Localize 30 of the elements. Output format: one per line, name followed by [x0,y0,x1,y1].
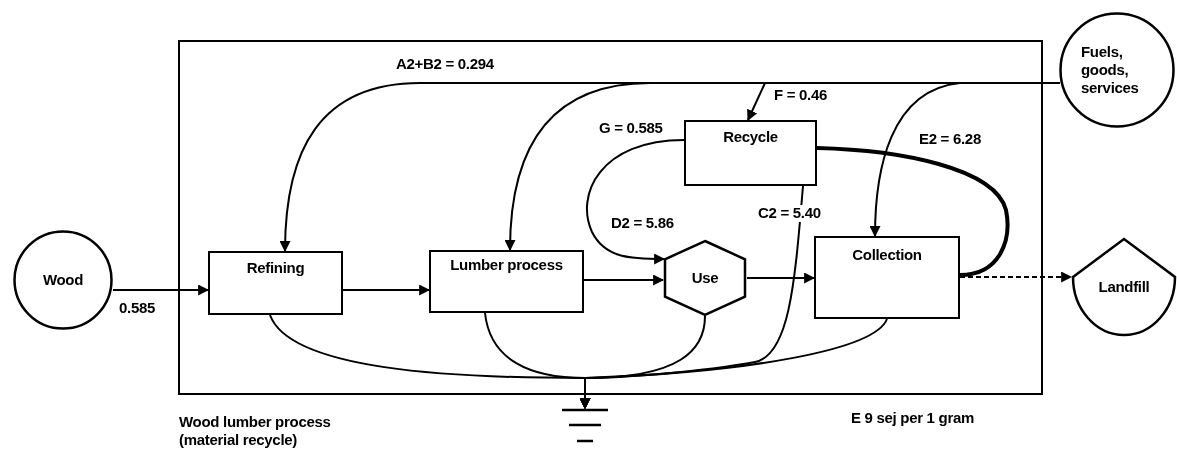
flow-arrow [583,274,665,286]
flow-arrow [959,271,1073,283]
system-boundary-box [178,40,1043,395]
flow-arrow [342,284,431,296]
flow-arrow [746,272,816,284]
flow-label: G = 0.585 [598,120,664,137]
node-label: Recycle [722,128,779,146]
flow-arrow [869,82,1061,238]
node-label: Landfill [1097,278,1151,296]
process-box [814,236,960,319]
unit-note: E 9 sej per 1 gram [850,410,975,427]
consumer-hexagon [663,239,747,317]
source-circle [1059,12,1175,128]
node-label: Lumber process [449,256,564,274]
heat-sink-symbol [562,408,608,444]
node-label: Fuels, goods, services [1081,43,1140,97]
process-box [429,250,584,313]
node-label: Refining [245,259,306,277]
storage-tank-shape [1071,237,1177,337]
edge-label: C2 = 5.40 [757,205,822,222]
node-label: Wood [41,271,85,289]
flow-arrow [112,284,210,296]
process-box [684,120,817,186]
node-label: Collection [851,246,923,264]
node-label: Use [690,269,720,287]
flow-arrow [586,139,685,265]
source-circle [13,230,113,330]
process-box [208,251,343,315]
diagram-caption: Wood lumber process (material recycle) [178,413,332,449]
flow-arrow [579,318,888,410]
